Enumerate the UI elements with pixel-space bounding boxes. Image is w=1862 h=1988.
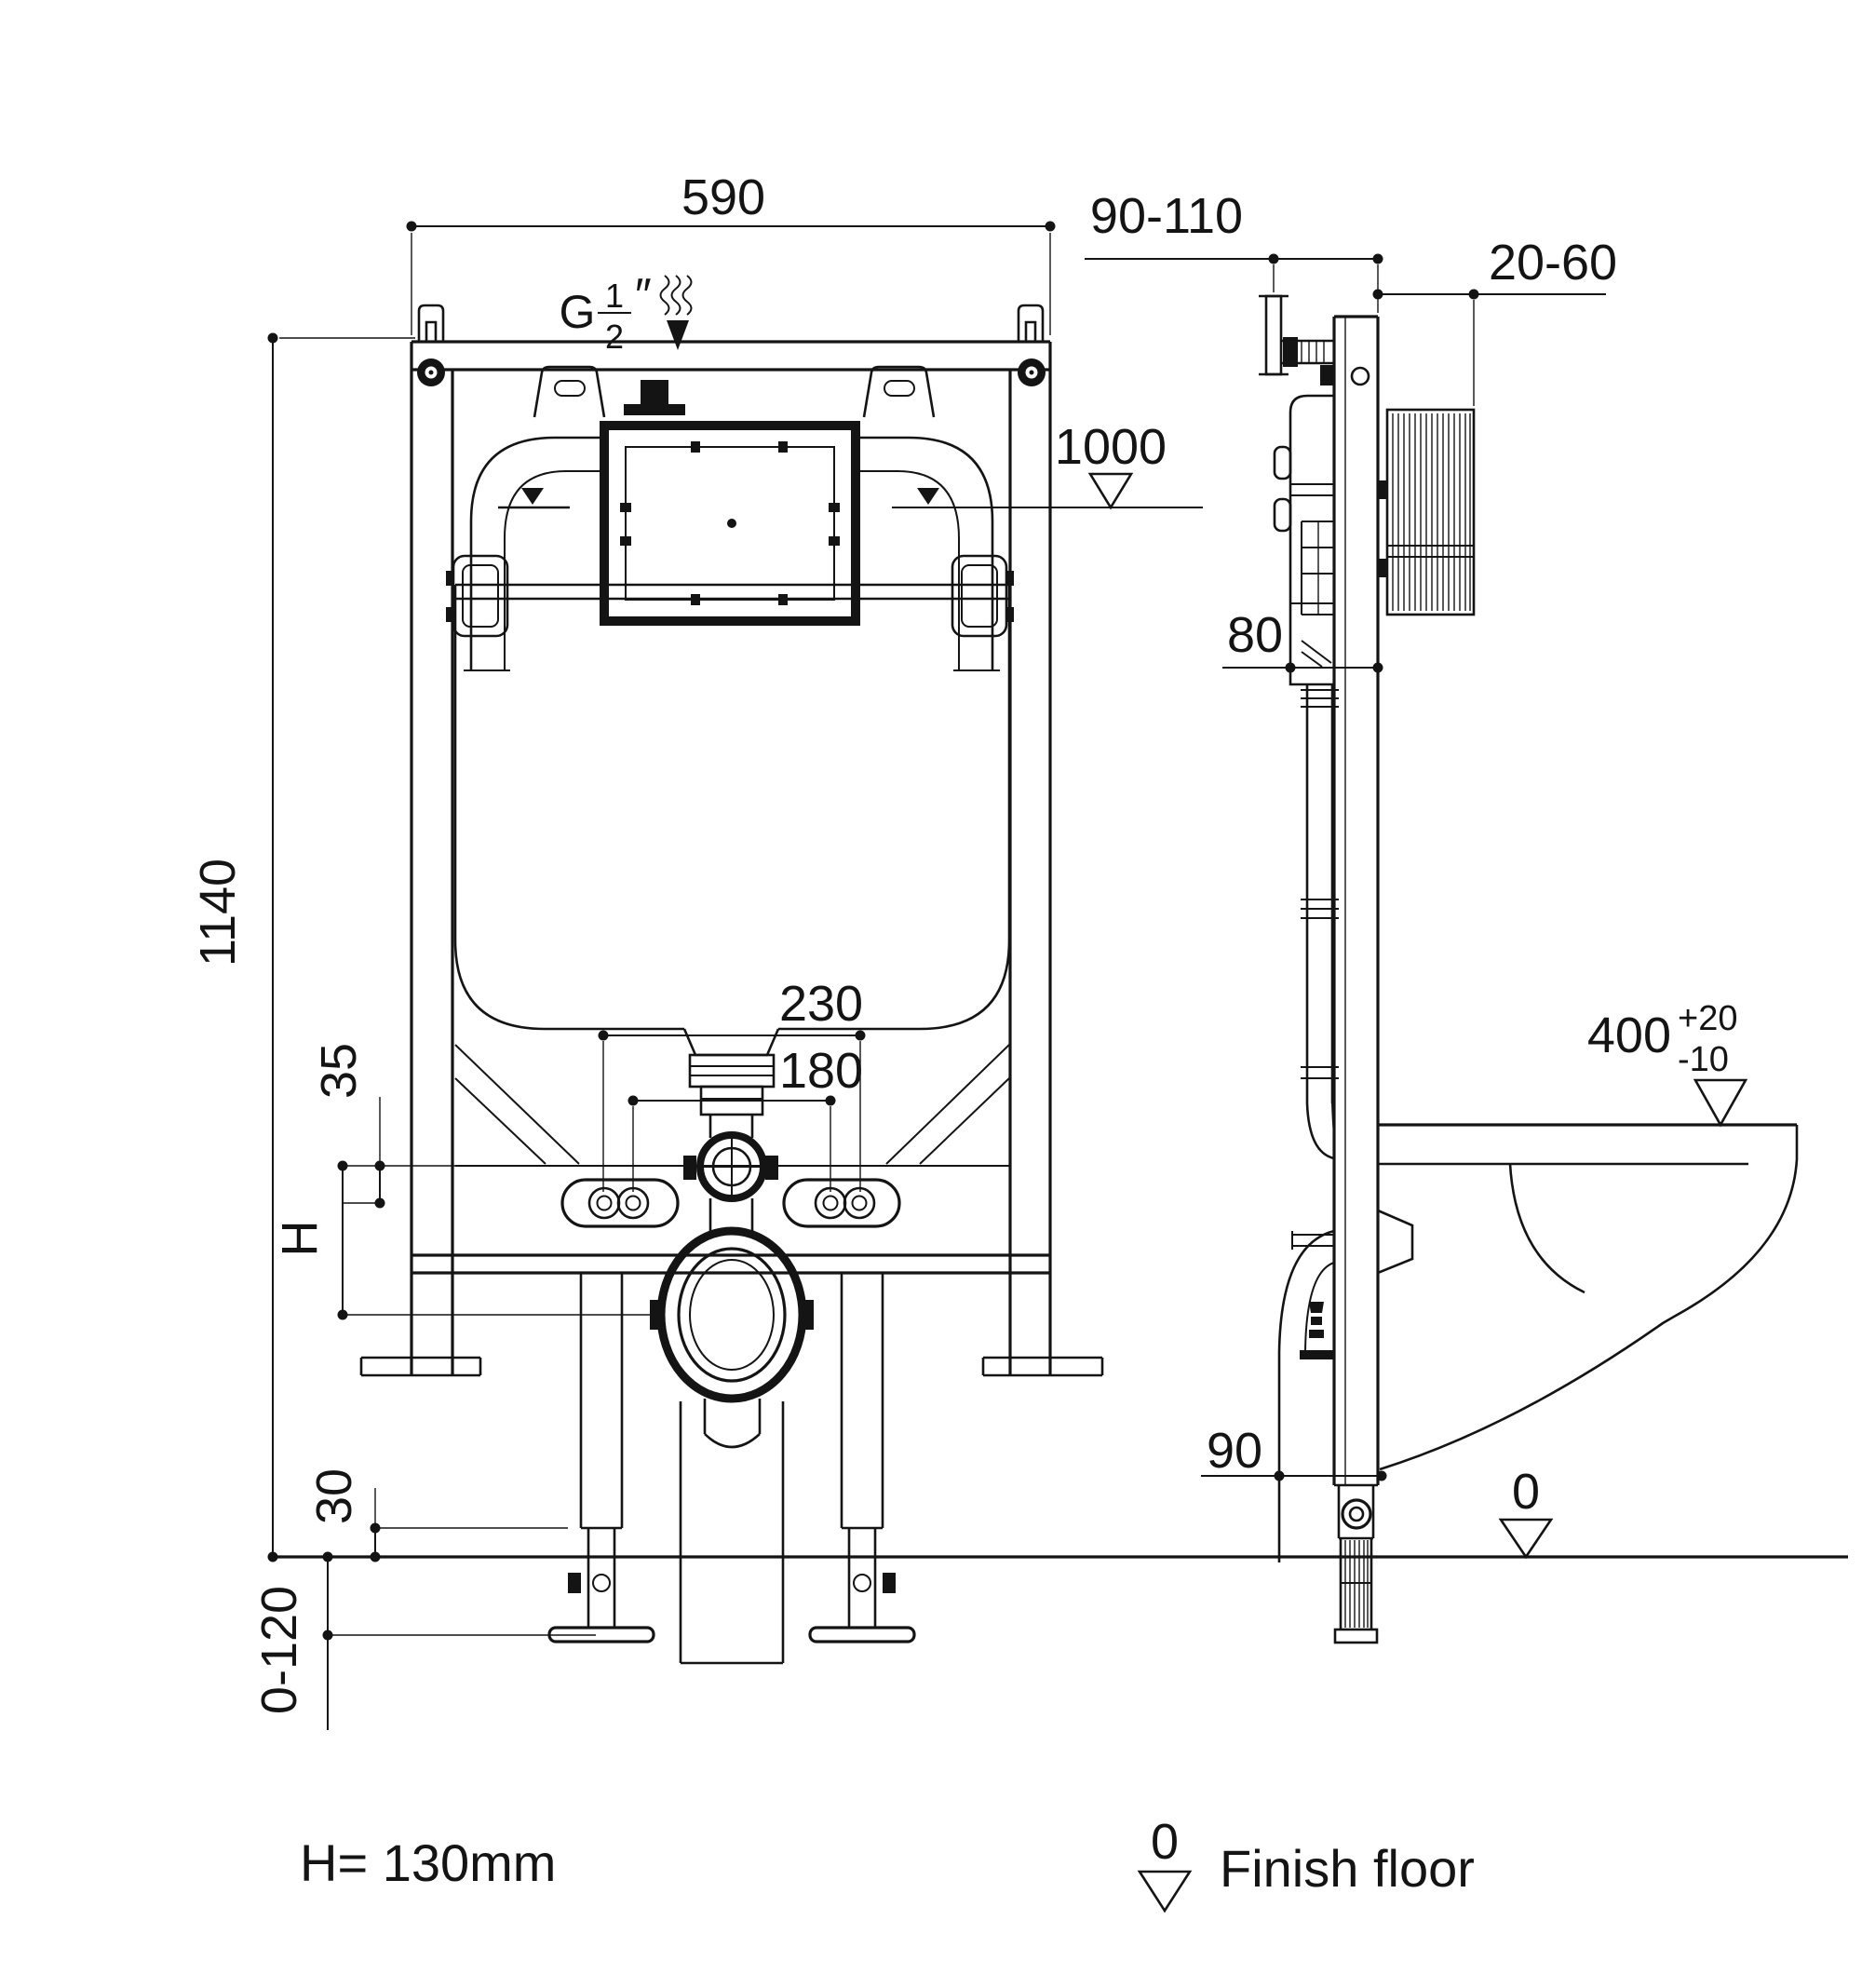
dim-1140-label: 1140 (190, 859, 246, 967)
floor-level-mark: 0 (1498, 1464, 1554, 1560)
dim-90-110-label: 90-110 (1090, 188, 1243, 244)
dim-bowl-height: 400 +20 -10 (1587, 999, 1748, 1128)
wall-finish-section (1379, 408, 1476, 616)
dim-590-label: 590 (681, 169, 765, 225)
corner-screw-right (1018, 358, 1046, 386)
support-leg-left (547, 1273, 655, 1643)
dim-80-label: 80 (1227, 607, 1283, 663)
dim-water-level-1000: 1000 (892, 419, 1203, 510)
box-center-mark (727, 519, 736, 528)
flow-arrow-icon (659, 275, 693, 350)
bowl-fixing-rod (1291, 1209, 1414, 1275)
corner-screw-left (417, 358, 445, 386)
dim-h-reference: H (272, 1160, 661, 1320)
dim-h-label: H (272, 1221, 328, 1257)
inlet-connector (624, 380, 685, 415)
waste-duct (679, 1401, 785, 1665)
water-inlet-label: G 1 2 ″ (560, 269, 693, 356)
dim-180-label: 180 (779, 1043, 863, 1099)
foot-plate-right (808, 1626, 916, 1643)
floor-zero-label: 0 (1512, 1464, 1540, 1520)
dimensions: 590 G 1 2 ″ 1140 (190, 169, 1748, 1730)
water-level-marks (498, 488, 939, 509)
funnel-panel-lines (454, 1044, 1010, 1165)
inlet-g-label: G (560, 286, 596, 338)
toilet-bowl-side (1378, 1123, 1799, 1471)
dim-fixing-centers: 180 (627, 1043, 863, 1192)
frame-base-plate-left (359, 1356, 482, 1377)
frame-post (1332, 315, 1380, 1485)
fixing-bolt-head (1376, 1209, 1414, 1275)
finish-floor-label: Finish floor (1220, 1839, 1475, 1898)
dim-height-1140: 1140 (190, 332, 415, 1562)
filling-tubes (464, 436, 1000, 671)
dim-20-60-label: 20-60 (1489, 235, 1617, 291)
dim-drain-centers: 230 (598, 976, 866, 1192)
dim-30-label: 30 (306, 1468, 362, 1524)
dim-wall-distance: 90-110 (1085, 188, 1383, 313)
dim-400-label: 400 (1587, 1008, 1671, 1063)
side-clips (446, 554, 1014, 638)
flush-pipe-side (1301, 684, 1339, 1160)
frame-base-plate-right (981, 1356, 1104, 1377)
flush-elbow (683, 1131, 778, 1238)
inlet-inch-mark: ″ (635, 269, 652, 321)
hanger-ears (533, 365, 936, 418)
inlet-numerator: 1 (605, 277, 624, 315)
front-view (359, 304, 1104, 1665)
waste-elbow-side (1277, 1229, 1335, 1562)
dim-offset-35: 35 (311, 1043, 455, 1209)
dim-35-label: 35 (311, 1043, 367, 1099)
post-foot (1333, 1483, 1379, 1644)
top-tab-left (417, 304, 445, 342)
legend-level-triangle-icon (1137, 1870, 1193, 1914)
dim-0-120-label: 0-120 (251, 1586, 307, 1714)
dim-1000-label: 1000 (1055, 419, 1167, 475)
dim-230-label: 230 (779, 976, 863, 1032)
wall-bracket (1259, 294, 1334, 385)
inlet-denominator: 2 (605, 318, 624, 356)
h-value-note: H= 130mm (300, 1833, 556, 1892)
water-level-icon-right (917, 488, 939, 505)
dim-90-label: 90 (1207, 1423, 1262, 1479)
mounting-frame (359, 304, 1104, 1377)
dim-leg-adjust: 0-120 (251, 1551, 596, 1730)
dim-outlet-height: 90 (1201, 1423, 1387, 1481)
drain-outlet (650, 1226, 814, 1665)
dim-width-590: 590 (406, 169, 1056, 335)
water-level-icon-left (521, 488, 544, 505)
level-triangle-icon (1087, 472, 1134, 510)
legend: H= 130mm 0 Finish floor (300, 1814, 1475, 1914)
dim-tank-depth: 80 (1222, 607, 1383, 673)
cistern-tank (453, 583, 1011, 1138)
dim-400-tol-minus: -10 (1678, 1040, 1729, 1079)
side-view (1259, 294, 1799, 1644)
floor-level-triangle-icon (1498, 1518, 1554, 1560)
bowl-level-triangle-icon (1693, 1078, 1748, 1128)
dim-400-tol-plus: +20 (1678, 999, 1737, 1038)
dim-bottom-clearance: 30 (306, 1468, 568, 1562)
dim-finish-thickness: 20-60 (1372, 235, 1617, 406)
top-tab-right (1017, 304, 1045, 342)
support-leg-right (808, 1273, 916, 1643)
post-hole (1350, 366, 1370, 386)
flush-plate-box (600, 421, 860, 626)
cistern-side-profile (1273, 394, 1334, 686)
legend-zero-label: 0 (1151, 1814, 1179, 1870)
